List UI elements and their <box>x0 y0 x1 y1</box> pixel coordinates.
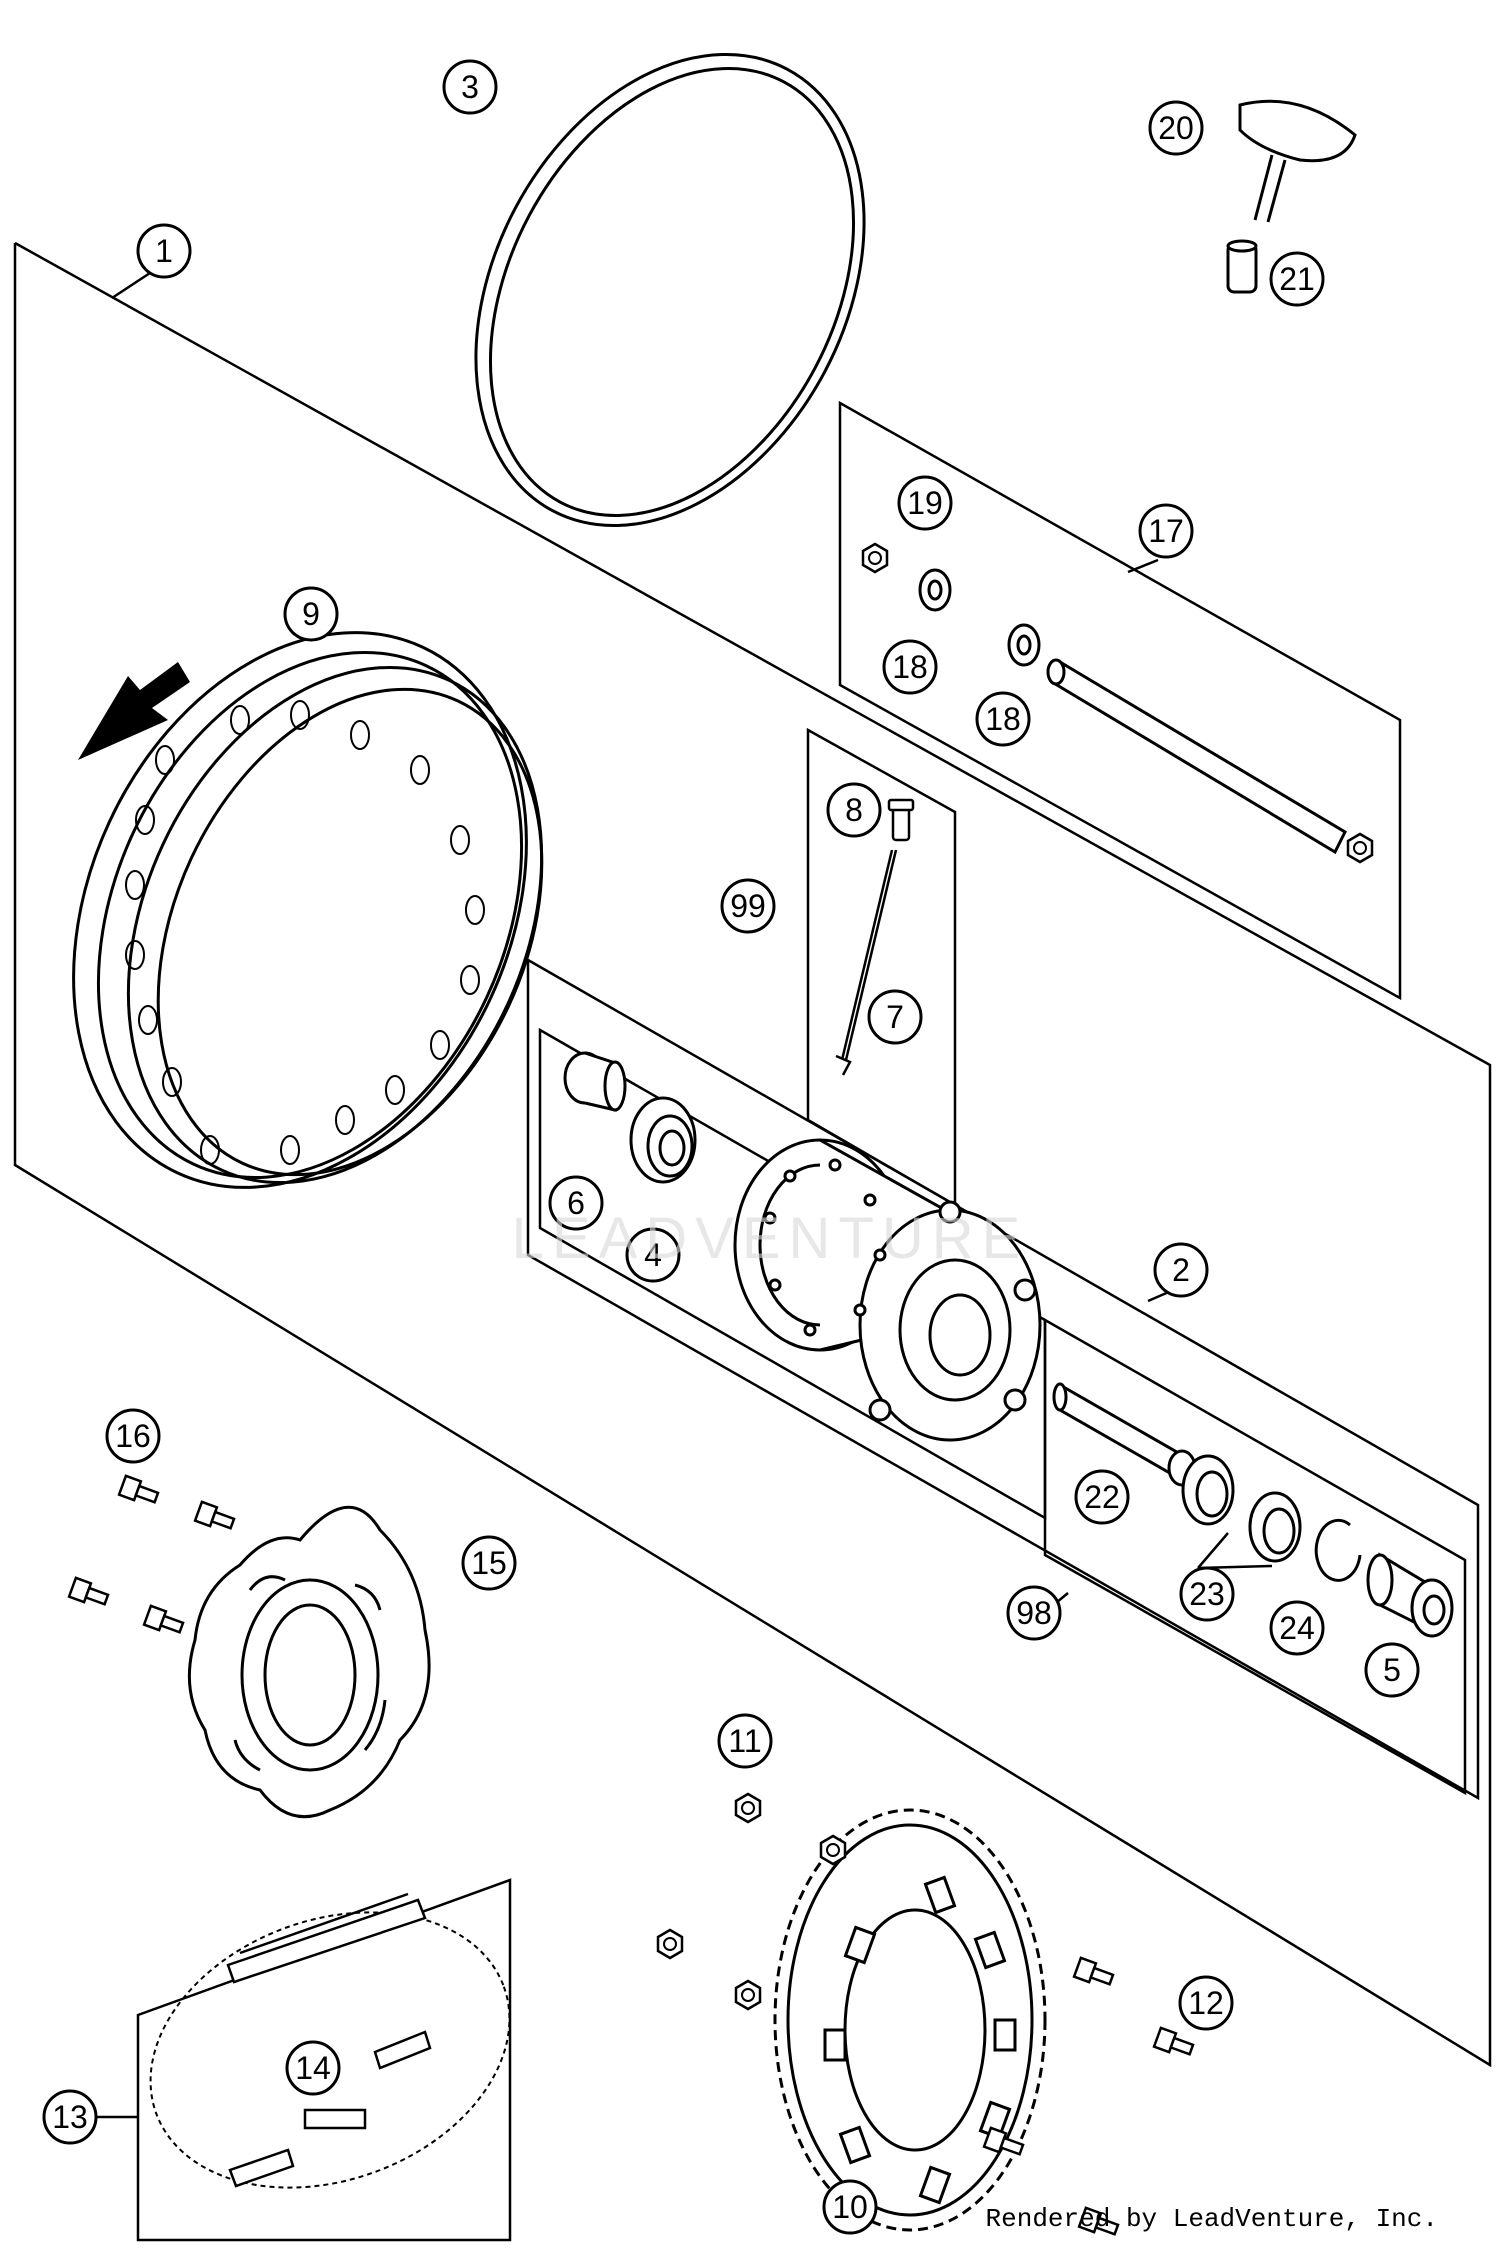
svg-text:12: 12 <box>1188 1985 1224 2021</box>
svg-text:99: 99 <box>730 888 766 924</box>
callout-3: 3 <box>442 59 498 115</box>
callout-18b: 18 <box>975 691 1031 747</box>
bearing-part <box>629 1096 697 1184</box>
callout-9: 9 <box>283 586 339 642</box>
rear-spacer-part <box>1366 1552 1454 1638</box>
svg-text:16: 16 <box>115 1418 151 1454</box>
callout-98: 98 <box>1006 1585 1062 1641</box>
axle-nut-part <box>861 542 889 574</box>
callout-14: 14 <box>285 2040 341 2096</box>
spoke-nipple-part <box>887 798 915 842</box>
callout-13: 13 <box>42 2089 98 2145</box>
svg-text:22: 22 <box>1084 1479 1120 1515</box>
callout-10: 10 <box>822 2179 878 2235</box>
svg-text:21: 21 <box>1279 261 1315 297</box>
leader-lines <box>97 271 1273 2119</box>
render-credit: Rendered by LeadVenture, Inc. <box>985 2204 1438 2234</box>
callout-20: 20 <box>1148 100 1204 156</box>
rear-bearing-part <box>1181 1454 1302 1563</box>
valve-stem-part <box>1226 239 1258 294</box>
callout-24: 24 <box>1269 1600 1325 1656</box>
watermark-logo: LEADVENTURE <box>511 1206 1029 1271</box>
sprocket-part <box>773 1808 1047 2232</box>
svg-text:10: 10 <box>832 2189 868 2225</box>
svg-text:1: 1 <box>155 233 173 269</box>
callout-1: 1 <box>136 223 192 279</box>
svg-text:7: 7 <box>886 999 904 1035</box>
spacer-part <box>563 1051 627 1112</box>
callout-8: 8 <box>826 782 882 838</box>
callout-11: 11 <box>717 1713 773 1769</box>
svg-text:14: 14 <box>295 2050 331 2086</box>
callout-12: 12 <box>1178 1975 1234 2031</box>
spoke-part <box>835 849 898 1076</box>
svg-text:24: 24 <box>1279 1610 1315 1646</box>
callout-19: 19 <box>897 475 953 531</box>
callout-5: 5 <box>1364 1642 1420 1698</box>
circlip-part <box>1314 1518 1362 1582</box>
svg-text:19: 19 <box>907 485 943 521</box>
wheel-hub-part <box>733 1138 1042 1442</box>
callout-15: 15 <box>461 1535 517 1591</box>
callout-4: 4 <box>625 1227 681 1283</box>
tire-band-part <box>474 52 866 528</box>
svg-text:18: 18 <box>985 701 1021 737</box>
callout-22: 22 <box>1074 1469 1130 1525</box>
frame-axle-kit <box>838 400 1402 1001</box>
washer-part <box>918 568 1041 667</box>
callout-2: 2 <box>1153 1242 1209 1298</box>
valve-cap-part <box>1238 99 1357 223</box>
callout-17: 17 <box>1138 503 1194 559</box>
rotation-arrow-icon <box>78 662 190 760</box>
callout-23: 23 <box>1179 1566 1235 1622</box>
svg-text:13: 13 <box>52 2099 88 2135</box>
callout-16: 16 <box>105 1408 161 1464</box>
chain-part <box>149 1892 511 2189</box>
svg-text:18: 18 <box>892 649 928 685</box>
svg-text:2: 2 <box>1172 1252 1190 1288</box>
axle-part <box>1046 658 1374 864</box>
svg-text:11: 11 <box>728 1723 761 1759</box>
distance-sleeve-part <box>1052 1382 1197 1487</box>
svg-text:3: 3 <box>461 69 479 105</box>
brake-disc-part <box>187 1505 431 1819</box>
callout-6: 6 <box>548 1175 604 1231</box>
svg-text:20: 20 <box>1158 110 1194 146</box>
frame-wheel-assembly <box>13 241 1492 2068</box>
svg-text:23: 23 <box>1189 1576 1225 1612</box>
svg-text:4: 4 <box>644 1237 662 1273</box>
callout-21: 21 <box>1269 251 1325 307</box>
svg-text:17: 17 <box>1148 513 1184 549</box>
svg-text:98: 98 <box>1016 1595 1052 1631</box>
svg-text:8: 8 <box>845 792 863 828</box>
svg-text:5: 5 <box>1383 1652 1401 1688</box>
svg-text:15: 15 <box>471 1545 507 1581</box>
rim-part <box>72 631 544 1189</box>
callout-18a: 18 <box>882 639 938 695</box>
svg-text:9: 9 <box>302 596 320 632</box>
svg-text:6: 6 <box>567 1185 585 1221</box>
callout-7: 7 <box>867 989 923 1045</box>
callout-99: 99 <box>720 878 776 934</box>
